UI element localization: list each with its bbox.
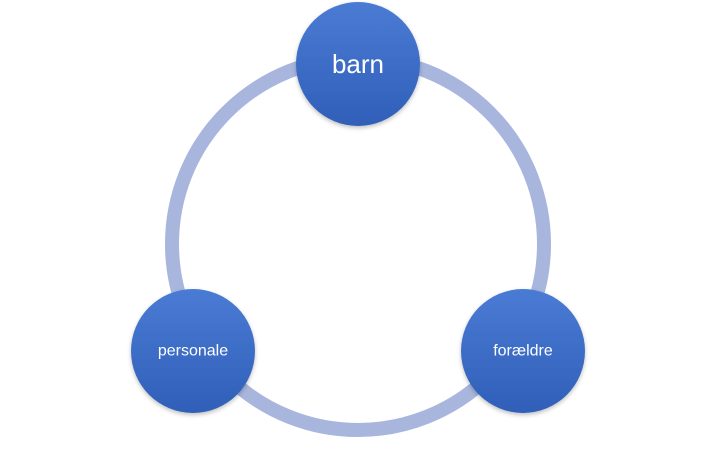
node-personale-circle — [131, 289, 255, 413]
node-personale: personale — [131, 289, 255, 413]
node-barn-circle — [296, 2, 420, 126]
node-foraeldre-label: forældre — [493, 343, 553, 360]
node-barn: barn — [296, 2, 420, 126]
node-personale-label: personale — [158, 343, 228, 360]
node-foraeldre-circle — [461, 289, 585, 413]
node-barn-label: barn — [332, 49, 384, 79]
node-foraeldre: forældre — [461, 289, 585, 413]
